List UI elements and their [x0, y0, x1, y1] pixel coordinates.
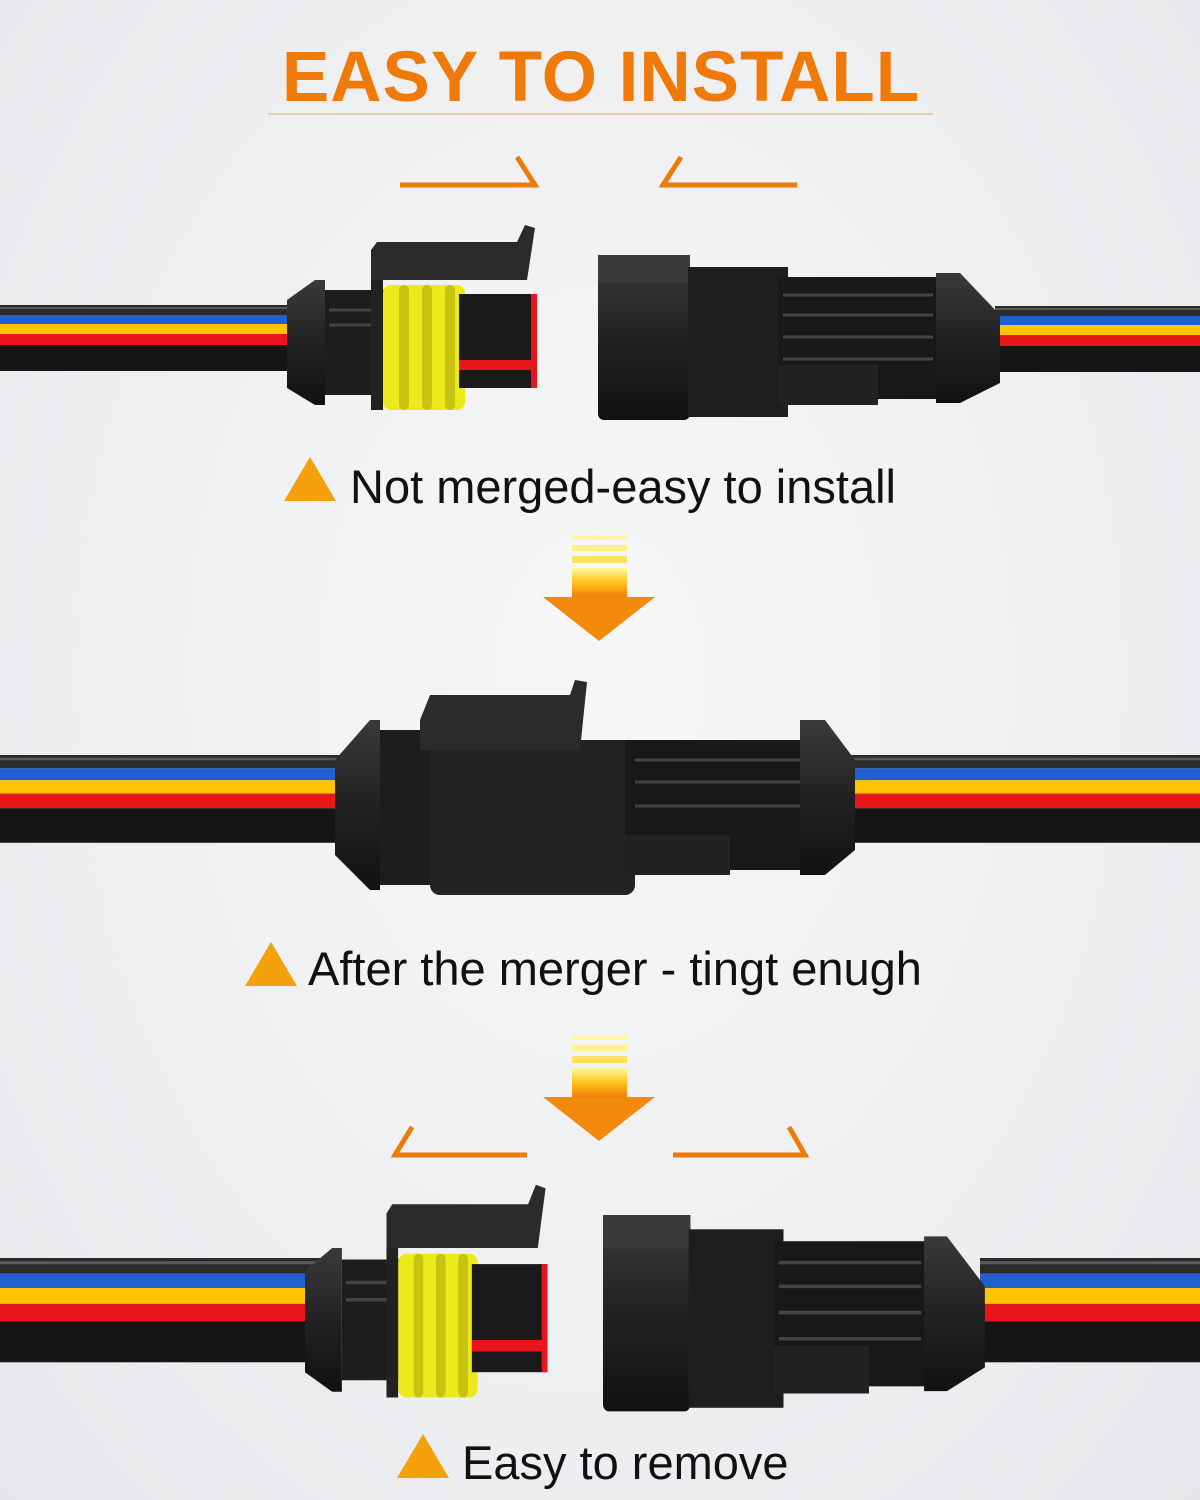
pull-apart-marker-left [390, 1125, 527, 1158]
wires-left-1 [0, 305, 300, 371]
warning-triangle-icon [245, 942, 297, 986]
warning-triangle-icon [284, 457, 336, 501]
down-arrow-icon [543, 1035, 655, 1141]
wires-left-3 [0, 1258, 320, 1363]
wires-right-2 [850, 755, 1200, 843]
page-title: EASY TO INSTALL [281, 38, 921, 117]
title-underline [268, 113, 933, 115]
male-connector-3 [601, 1213, 987, 1414]
step-caption-remove: Easy to remove [462, 1436, 789, 1489]
female-connector-3 [303, 1183, 550, 1400]
wires-right-1 [995, 306, 1200, 372]
push-together-marker-left [400, 155, 540, 188]
wires-right-3 [980, 1258, 1200, 1363]
warning-triangle-icon [397, 1434, 449, 1478]
merged-connector [335, 680, 855, 895]
push-together-marker-right [658, 155, 797, 188]
pull-apart-marker-right [673, 1125, 810, 1158]
step-caption-merged: After the merger - tingt enugh [308, 942, 922, 995]
wires-left-2 [0, 755, 350, 843]
female-connector-1 [285, 223, 539, 412]
male-connector-1 [596, 253, 1002, 422]
down-arrow-icon [543, 535, 655, 641]
step-caption-not-merged: Not merged-easy to install [350, 460, 896, 513]
